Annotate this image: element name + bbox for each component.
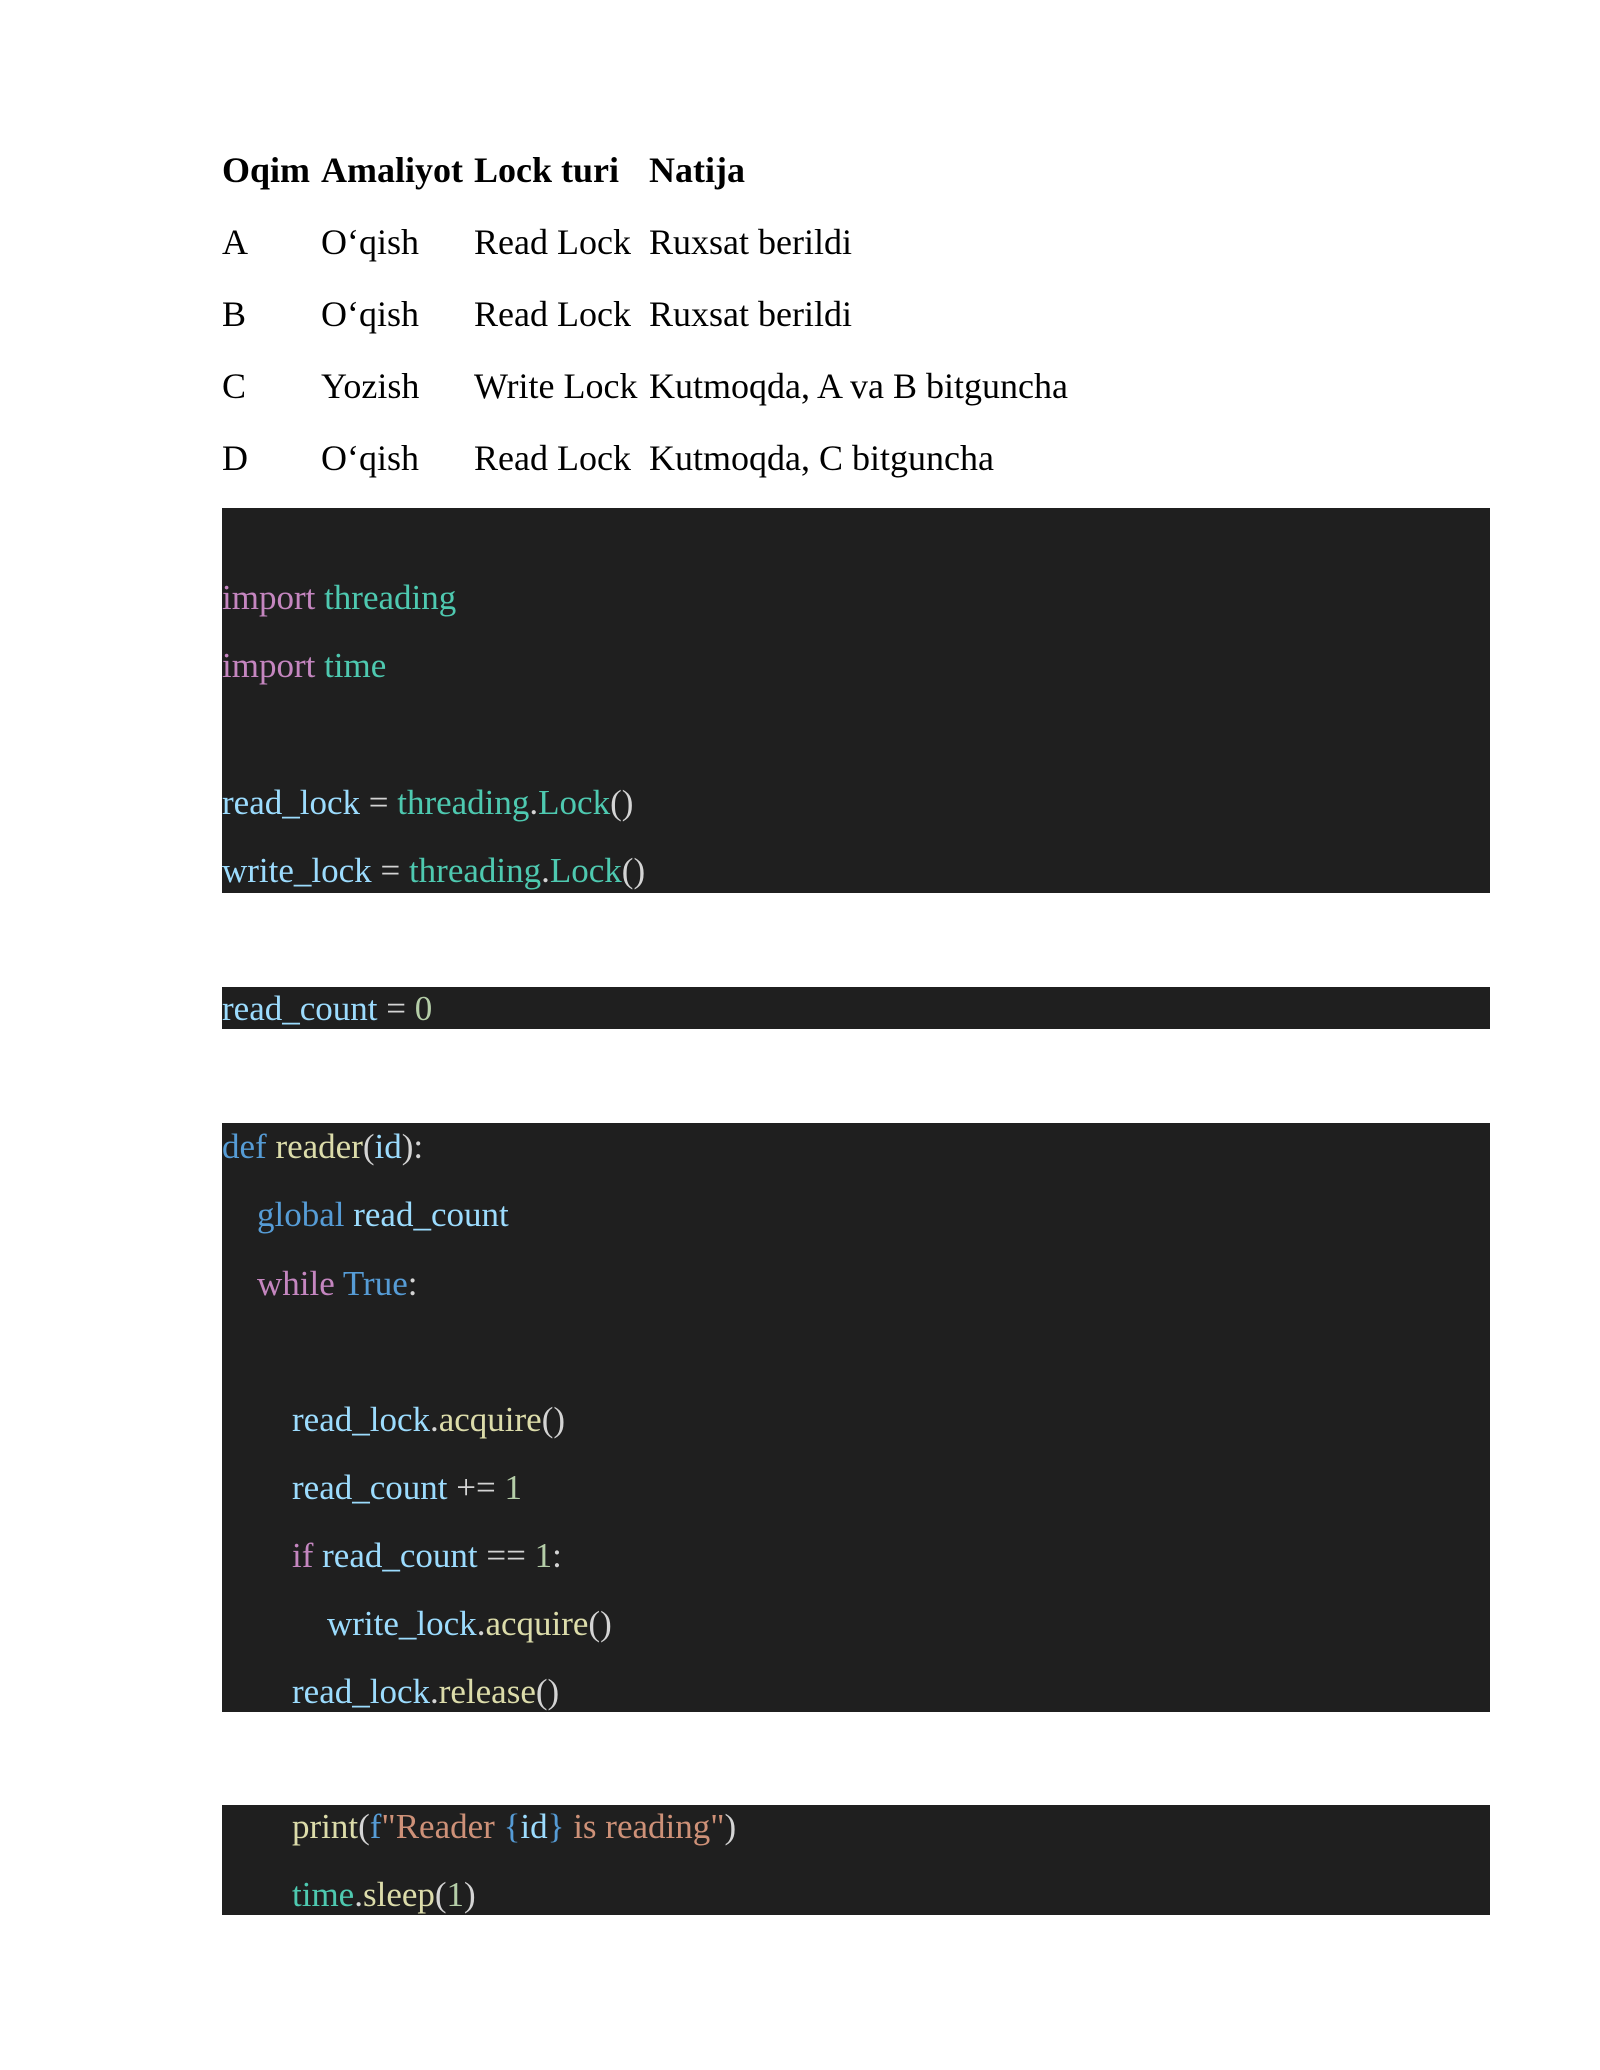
table-cell: O‘qish — [321, 438, 419, 478]
code-line: read_lock.acquire() — [292, 1400, 566, 1439]
code-line: read_lock.release() — [292, 1672, 560, 1711]
table-cell: A — [222, 222, 248, 262]
table-cell: Kutmoqda, A va B bitguncha — [649, 366, 1068, 406]
header-amaliyot: Amaliyot — [321, 150, 463, 190]
table-cell: C — [222, 366, 247, 406]
table-cell: Read Lock — [474, 222, 631, 262]
code-line: import time — [222, 646, 387, 685]
code-block-print-sleep: print(f"Reader {id} is reading") time.sl… — [222, 1805, 1490, 1915]
code-line: time.sleep(1) — [292, 1875, 476, 1914]
table-cell: D — [222, 438, 248, 478]
code-line: global read_count — [257, 1195, 509, 1234]
table-cell: Ruxsat berildi — [649, 294, 852, 334]
code-line: read_count = 0 — [222, 989, 433, 1028]
code-line: def reader(id): — [222, 1127, 424, 1166]
table-cell: Read Lock — [474, 294, 631, 334]
code-line: write_lock = threading.Lock() — [222, 851, 646, 890]
table-cell: Kutmoqda, C bitguncha — [649, 438, 994, 478]
code-line: import threading — [222, 578, 457, 617]
table-cell: O‘qish — [321, 222, 419, 262]
table-cell: Yozish — [321, 366, 420, 406]
header-lock-turi: Lock turi — [474, 150, 620, 190]
table-cell: Write Lock — [474, 366, 638, 406]
code-line: print(f"Reader {id} is reading") — [292, 1807, 737, 1846]
header-oqim: Oqim — [222, 150, 311, 190]
code-line: read_lock = threading.Lock() — [222, 783, 634, 822]
code-line: if read_count == 1: — [292, 1536, 562, 1575]
code-line: while True: — [257, 1264, 418, 1303]
code-block-read-count: read_count = 0 — [222, 987, 1490, 1029]
table-cell: B — [222, 294, 247, 334]
table-cell: O‘qish — [321, 294, 419, 334]
code-line: write_lock.acquire() — [327, 1604, 612, 1643]
table-cell: Read Lock — [474, 438, 631, 478]
code-line: read_count += 1 — [292, 1468, 522, 1507]
code-block-reader-function: def reader(id): global read_count while … — [222, 1123, 1490, 1712]
header-natija: Natija — [649, 150, 745, 190]
code-block-imports: import threading import time read_lock =… — [222, 508, 1490, 893]
table-cell: Ruxsat berildi — [649, 222, 852, 262]
